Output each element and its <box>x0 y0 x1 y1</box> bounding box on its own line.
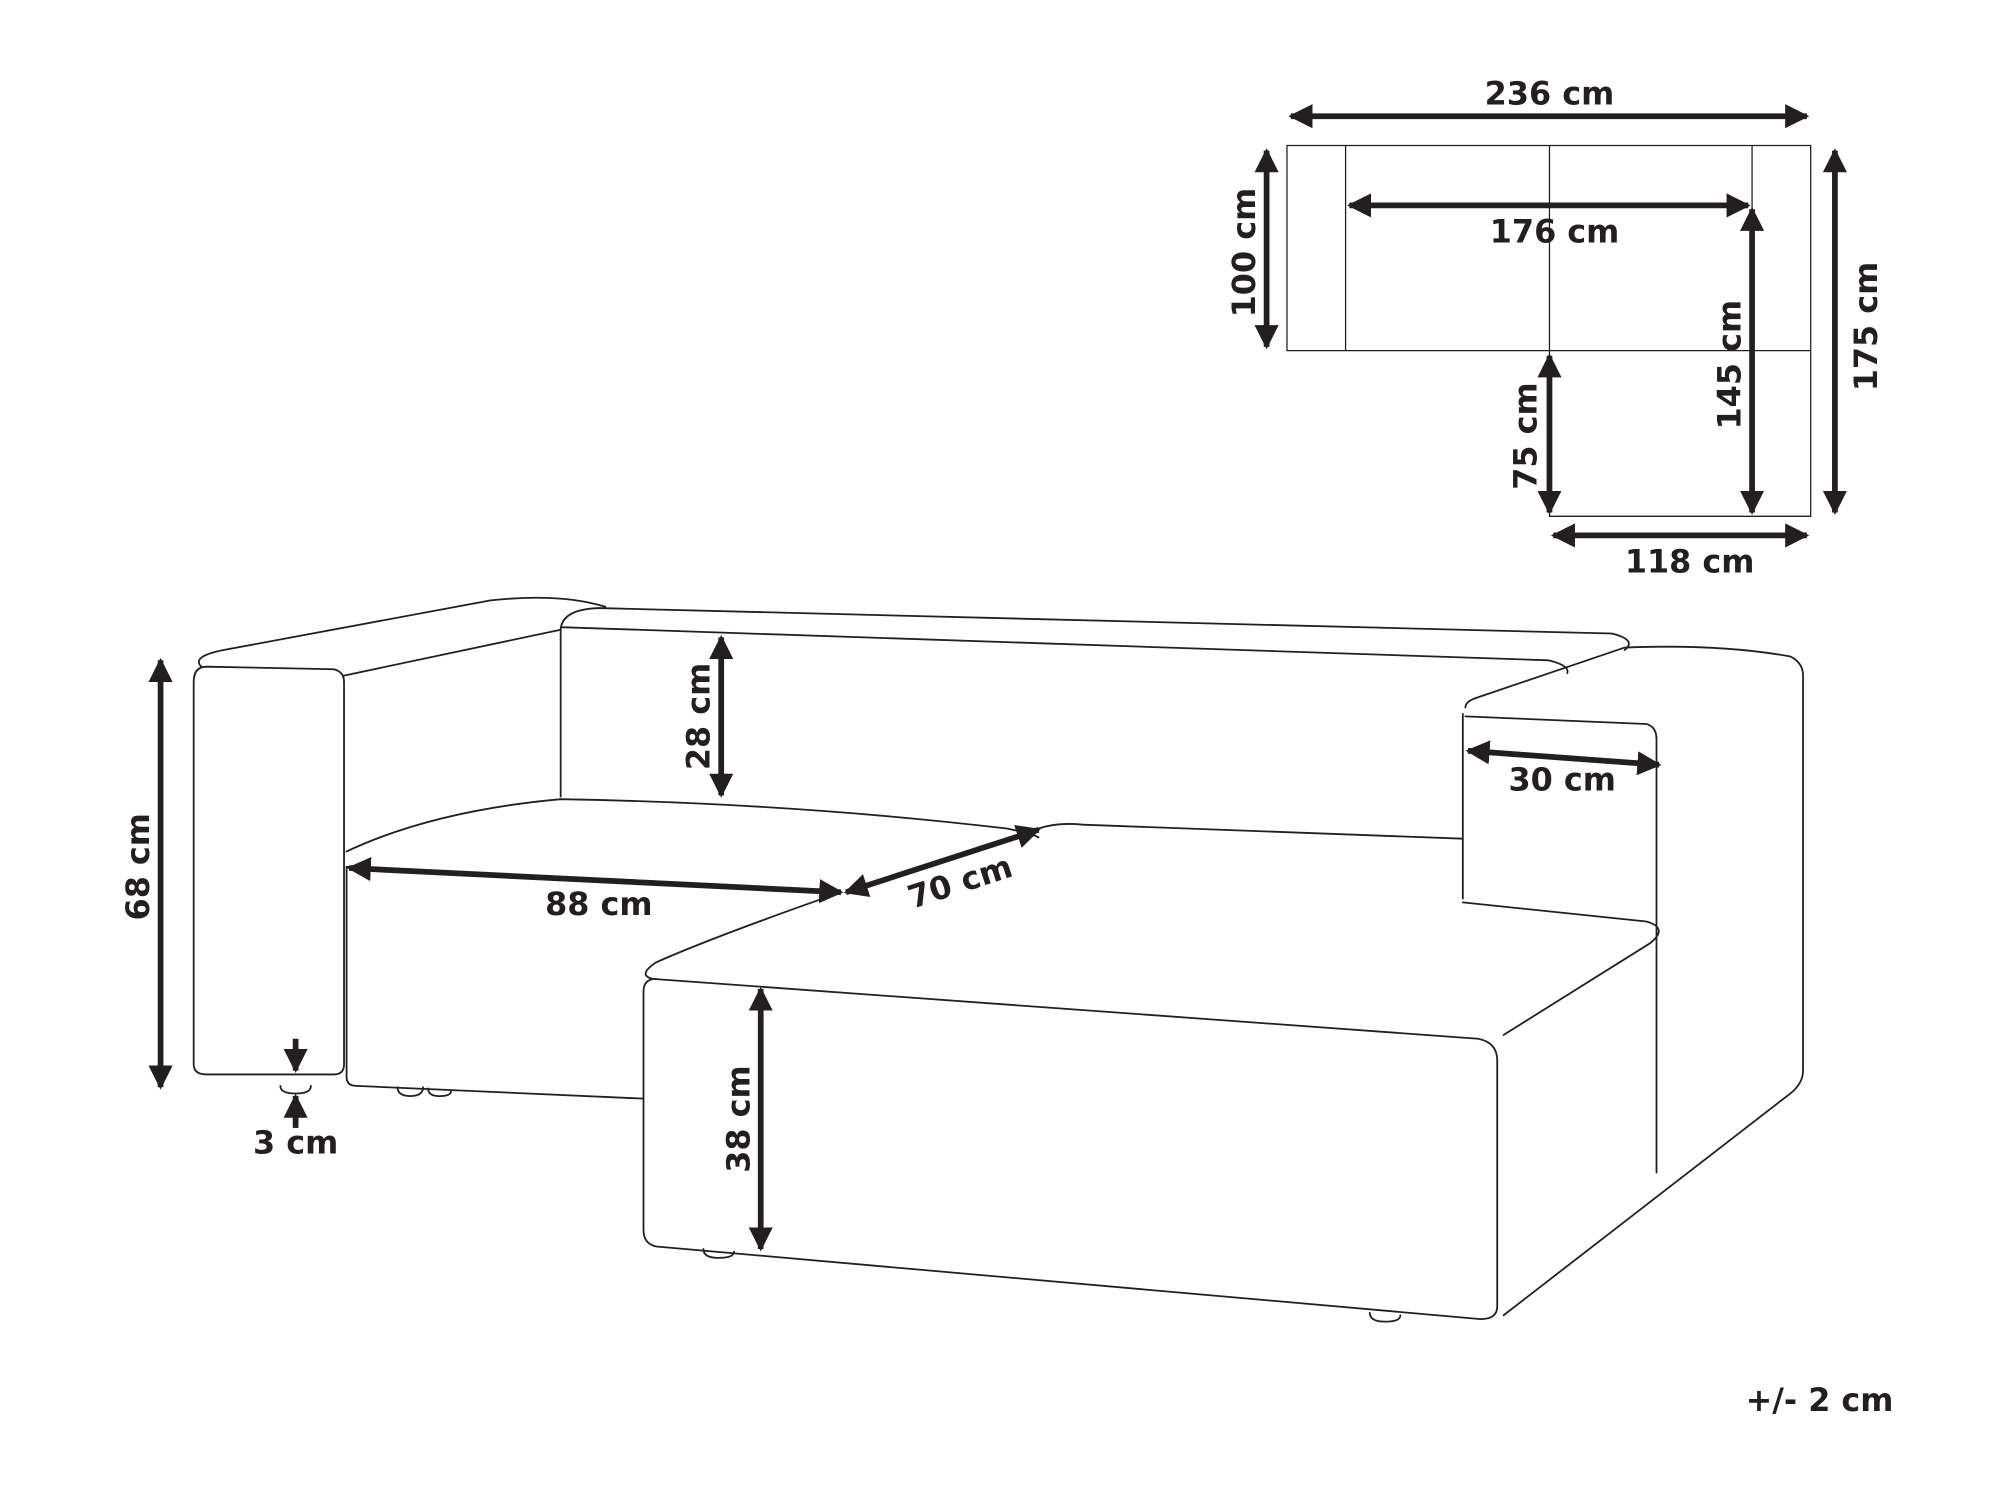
backrest-height-label: 28 cm <box>680 663 718 770</box>
chaise-cushion <box>642 891 1499 1320</box>
seat-width-label: 176 cm <box>1490 212 1620 250</box>
leg-height-label: 3 cm <box>253 1123 338 1161</box>
dimension-arrow <box>843 825 1041 897</box>
chaise-length-label: 175 cm <box>1847 262 1885 392</box>
height-label: 68 cm <box>119 813 157 920</box>
dimension-arrow <box>1465 740 1662 776</box>
chaise-seat-back <box>1037 823 1660 1036</box>
chaise-inner-length-label: 145 cm <box>1711 300 1749 430</box>
dimension-arrow <box>346 857 844 904</box>
overall-width-label: 236 cm <box>1485 75 1615 113</box>
right-arm-inner <box>1464 715 1658 1174</box>
sofa-feet <box>279 1085 1402 1323</box>
plan-outline <box>1286 144 1812 517</box>
right-arm-outline <box>1461 645 1804 1317</box>
arm-width-label: 30 cm <box>1508 760 1615 798</box>
left-arm-front <box>192 665 345 1076</box>
sofa-drawing <box>192 596 1804 1323</box>
depth-label: 100 cm <box>1225 188 1263 318</box>
left-arm-top <box>197 596 607 677</box>
seat-height-label: 38 cm <box>719 1065 757 1172</box>
left-seat-base <box>345 865 645 1100</box>
plan-dividers <box>1344 145 1811 352</box>
tolerance-note: +/- 2 cm <box>1746 1381 1894 1419</box>
backrest <box>559 607 1630 798</box>
sofa-dimensions: 68 cm 28 cm 30 cm 88 cm 70 cm 38 cm 3 cm <box>119 634 1662 1252</box>
chaise-extension-label: 75 cm <box>1507 382 1545 489</box>
seat-width-label: 88 cm <box>545 885 652 923</box>
chaise-width-label: 118 cm <box>1625 542 1755 580</box>
top-view-plan: 236 cm 176 cm 100 cm 175 cm 145 cm 75 cm… <box>1225 75 1885 581</box>
